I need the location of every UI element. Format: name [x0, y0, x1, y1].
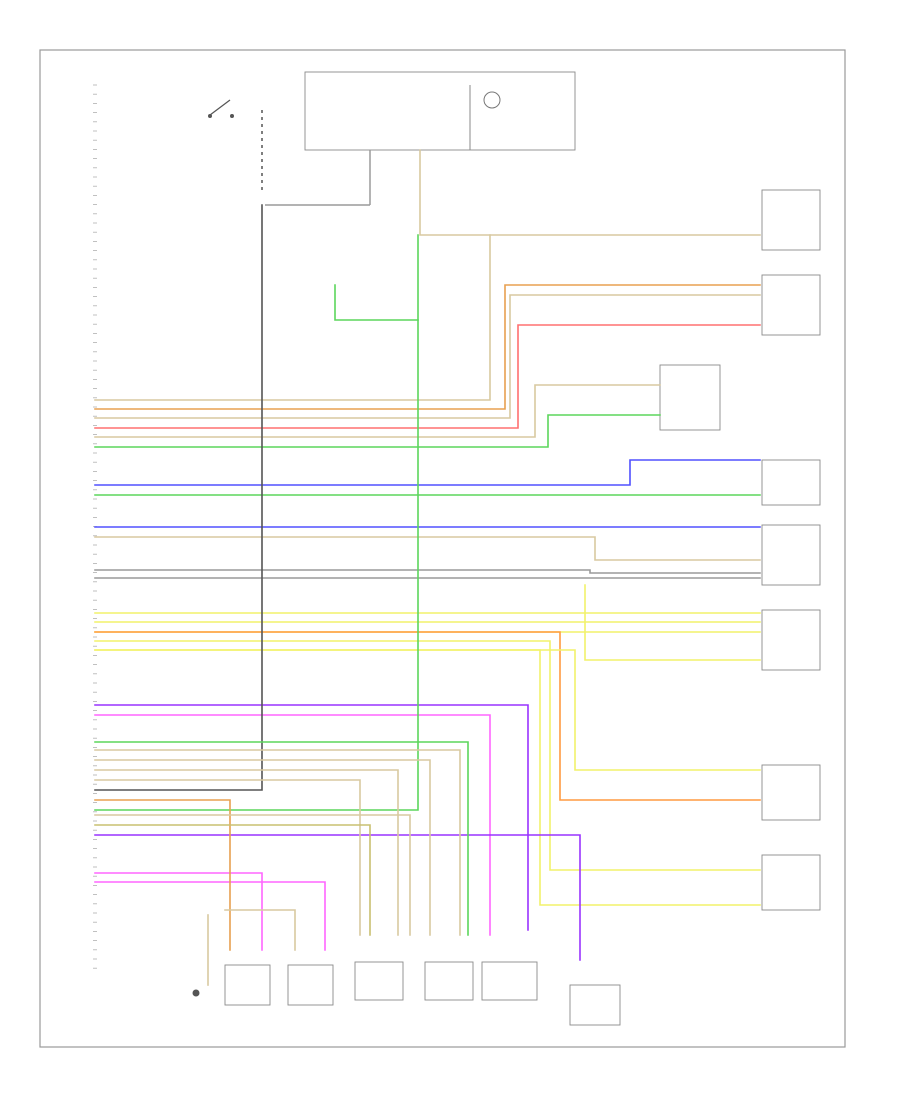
bottom-components — [192, 961, 621, 1026]
instrument-cluster-box — [304, 71, 576, 151]
wire-tan — [94, 779, 361, 936]
rear-side-airbag-connector — [761, 854, 821, 911]
side-airbag-connector-2 — [761, 524, 821, 586]
side-airbag-connector-3 — [761, 609, 821, 671]
wire-tan — [224, 909, 296, 951]
passenger-seat-belt-switch — [761, 274, 821, 336]
wire-orange — [94, 284, 761, 410]
wire-pink — [94, 881, 326, 951]
wire-tan — [94, 814, 411, 936]
wire-olive — [94, 824, 371, 936]
wire-red — [94, 324, 761, 429]
wire-tan — [94, 384, 661, 438]
wire-tan — [94, 749, 461, 936]
top-components — [208, 71, 576, 206]
wire-tan — [419, 149, 761, 236]
occupant-detection-module — [659, 364, 721, 431]
data-link-connector — [569, 984, 621, 1026]
pin-number-column — [93, 84, 97, 969]
wire-yellow — [584, 584, 761, 661]
right-front-seat-belt-switch — [761, 189, 821, 251]
wire-green — [94, 414, 661, 448]
wire-pink — [94, 714, 491, 936]
wire-green — [94, 234, 419, 811]
wire-harness — [94, 149, 761, 986]
wire-green — [94, 741, 469, 936]
ground-point-icon — [192, 989, 200, 997]
driver-airbag-connector — [354, 961, 404, 1001]
wire-tan — [94, 536, 761, 561]
wire-gray — [94, 569, 761, 574]
diagram-border — [39, 49, 846, 1048]
wire-pink — [94, 872, 263, 951]
wire-light-orange — [94, 631, 761, 801]
wire-tan — [94, 759, 431, 936]
right-side-components — [659, 189, 821, 911]
passenger-airbag-connector — [424, 961, 474, 1001]
wire-green — [334, 284, 419, 321]
wire-orange — [94, 799, 231, 951]
wire-dark-gray — [94, 204, 263, 791]
driver-side-impact-sensor — [287, 964, 334, 1006]
wire-yellow — [94, 649, 761, 771]
wire-yellow — [94, 640, 761, 871]
warning-lamp-icon — [483, 91, 501, 109]
wire-yellow — [94, 649, 761, 906]
ignition-switch — [208, 99, 263, 190]
side-airbag-connector-1 — [761, 459, 821, 506]
wire-blue — [94, 459, 761, 486]
wire-tan — [94, 294, 761, 419]
curtain-airbag-connector — [761, 764, 821, 821]
wire-violet — [94, 834, 581, 961]
wire-tan — [94, 769, 399, 936]
wire-violet — [94, 704, 529, 931]
passenger-side-impact-sensor — [224, 964, 271, 1006]
wire-tan — [94, 234, 491, 401]
seat-position-sensor — [481, 961, 538, 1001]
